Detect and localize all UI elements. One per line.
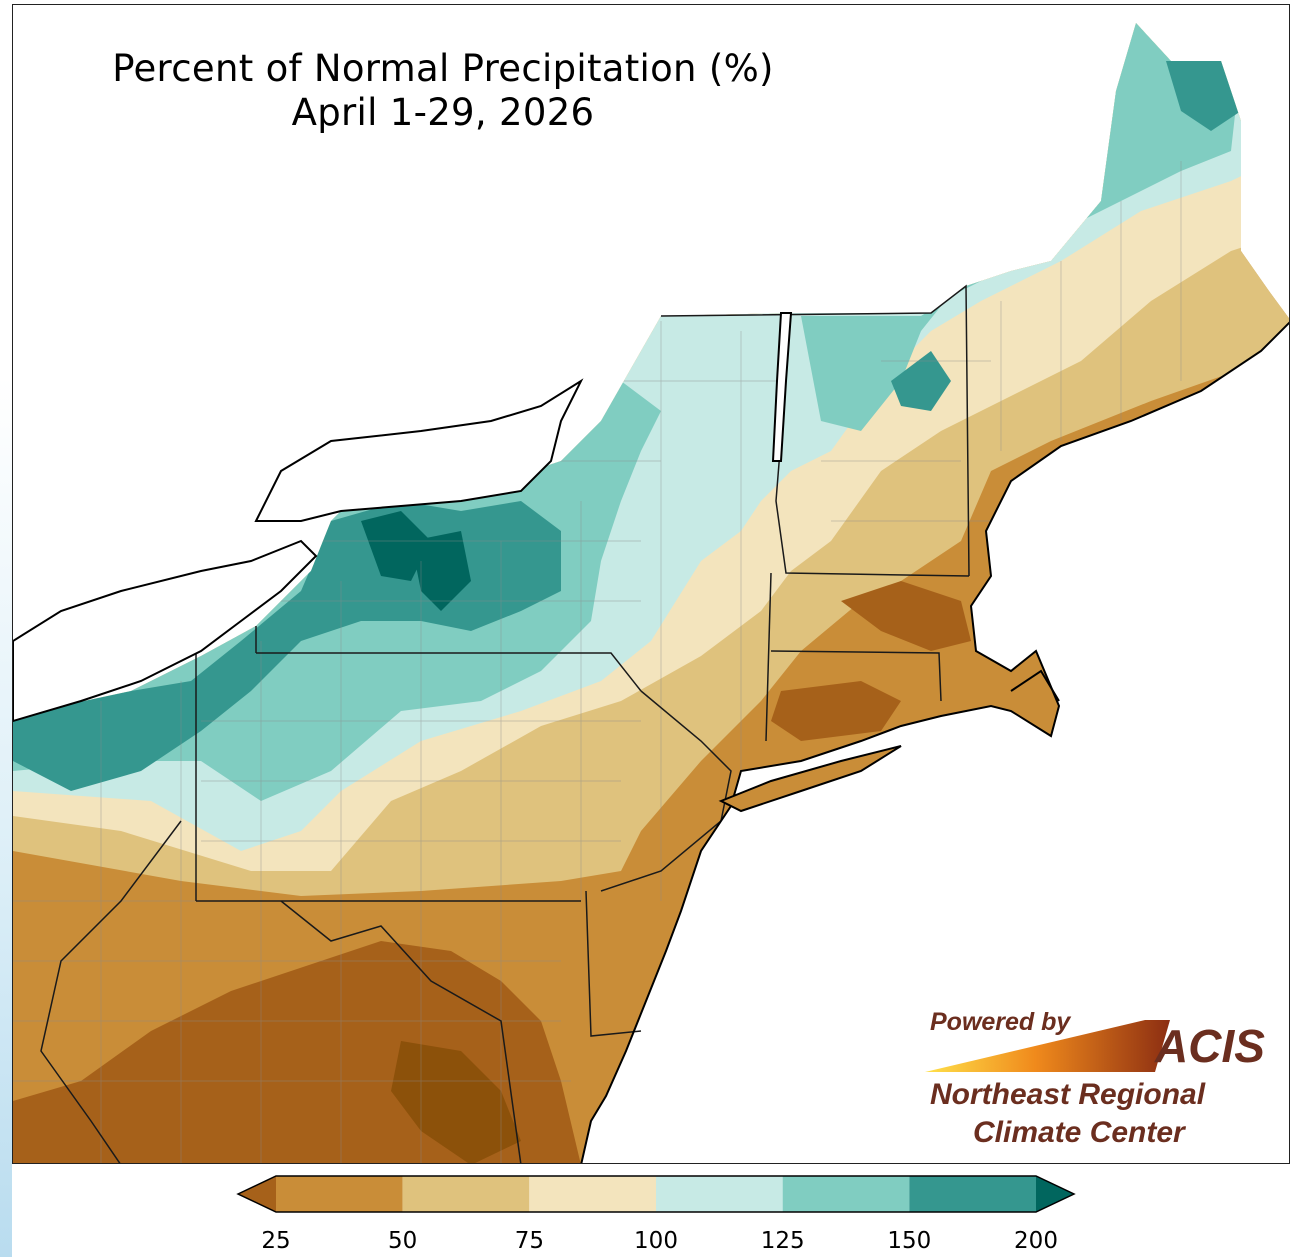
precipitation-map [13, 23, 1289, 1163]
logo-powered-by: Powered by [930, 1008, 1071, 1036]
left-edge-strip [0, 0, 12, 1257]
colorbar-bin-100-125 [656, 1176, 783, 1212]
precip-bin-150-200-maine [1166, 61, 1241, 131]
cape-cod [1010, 669, 1060, 702]
border-ma-ct [770, 650, 942, 702]
colorbar-tick-100: 100 [634, 1228, 678, 1254]
border-ny-vt-nh [660, 284, 970, 577]
border-va-md [280, 900, 522, 1163]
coastline [580, 321, 1289, 1163]
logo-org-line1: Northeast Regional [930, 1078, 1206, 1111]
colorbar-tick-150: 150 [887, 1228, 932, 1254]
colorbar-bin-50-75 [402, 1176, 530, 1212]
colorbar-bin-125-150 [782, 1176, 910, 1212]
border-nj [600, 690, 732, 892]
colorbar-bin-25-50 [276, 1176, 403, 1212]
border-wv-va [40, 820, 182, 1163]
colorbar-tick-75: 75 [514, 1228, 544, 1254]
colorbar-tick-125: 125 [760, 1228, 805, 1254]
colorbar-tick-200: 200 [1014, 1228, 1058, 1254]
map-subtitle-date: April 1-29, 2026 [291, 91, 595, 134]
acis-logo: Powered by ACIS Northeast Regional Clima… [925, 1008, 1265, 1149]
precip-bin-125-150-ne [801, 23, 1241, 431]
precip-bin-dry-core [13, 581, 971, 1163]
logo-acis: ACIS [1154, 1020, 1265, 1072]
logo-org-line2: Climate Center [973, 1116, 1187, 1149]
colorbar-outline [236, 1175, 1076, 1213]
colorbar-bin-150-200 [909, 1176, 1036, 1212]
colorbar-tick-50: 50 [388, 1228, 418, 1254]
colorbar-tick-25: 25 [261, 1228, 291, 1254]
colorbar-bin-75-100 [529, 1176, 656, 1212]
map-frame: Percent of Normal Precipitation (%) Apri… [12, 4, 1290, 1164]
map-title: Percent of Normal Precipitation (%) [112, 47, 774, 90]
state-borders [40, 284, 970, 1163]
colorbar-bin-200->200 [1036, 1176, 1074, 1212]
precip-bin-150-200-vt [891, 351, 951, 411]
long-island [718, 745, 902, 813]
border-ct-ny [765, 572, 772, 742]
lakes [13, 312, 793, 723]
border-de [585, 890, 642, 1037]
colorbar-bin-<25-25 [238, 1176, 276, 1212]
lake-ontario [254, 378, 584, 522]
lake-erie [13, 539, 318, 723]
precip-bin-200plus [361, 511, 471, 611]
border-ny-pa [256, 652, 642, 692]
colorbar-legend [236, 1175, 1076, 1213]
logo-swoosh-icon [925, 1020, 1170, 1072]
lake-champlain [771, 312, 793, 462]
precip-bin-driest [391, 1041, 521, 1163]
